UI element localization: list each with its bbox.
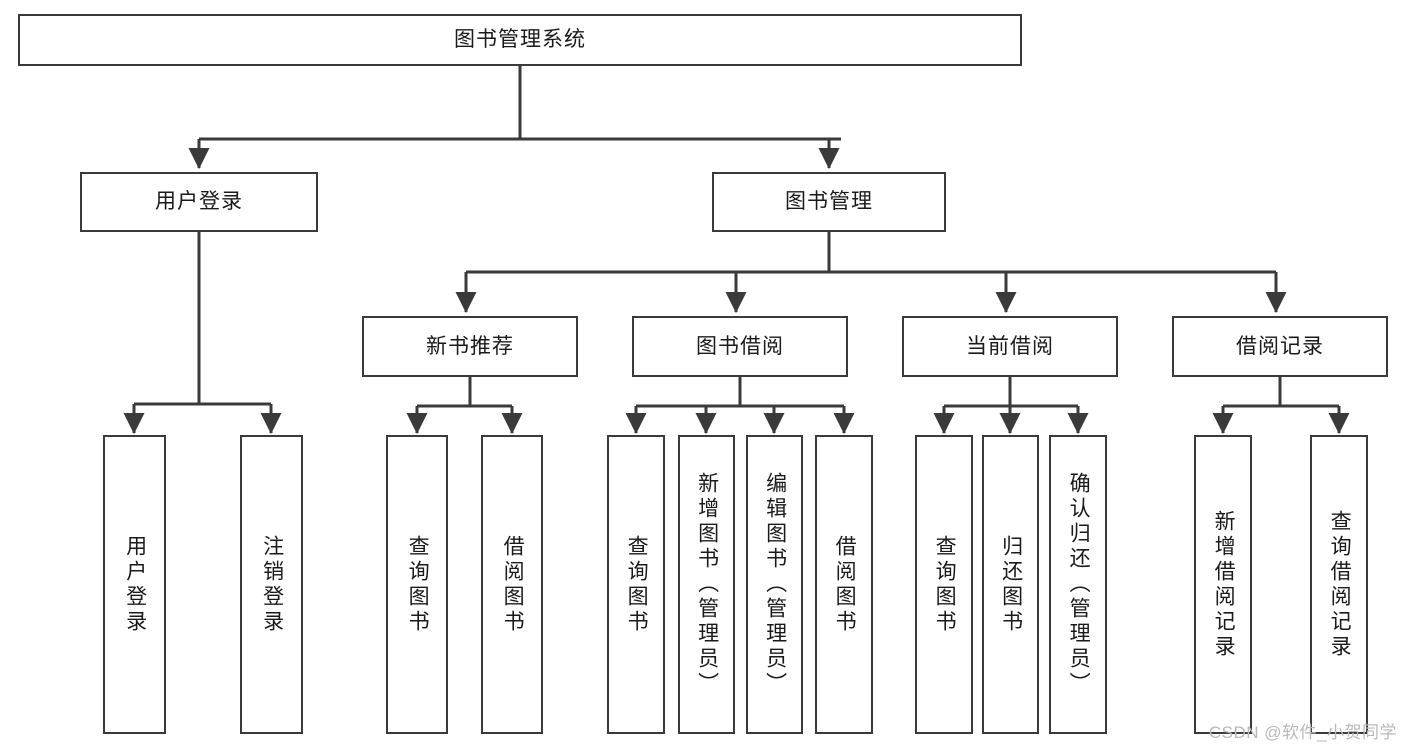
- leaf-return-book-label: 归还图书: [999, 534, 1023, 635]
- leaf-add-book[interactable]: 新增图书（管理员）: [678, 435, 735, 734]
- node-borrow-record[interactable]: 借阅记录: [1172, 316, 1388, 377]
- node-borrow-record-label: 借阅记录: [1236, 334, 1324, 358]
- node-new-book-rec[interactable]: 新书推荐: [362, 316, 578, 377]
- leaf-query-book-1-label: 查询图书: [406, 534, 430, 635]
- leaf-borrow-book-1-label: 借阅图书: [501, 534, 525, 635]
- node-book-manage-label: 图书管理: [785, 190, 873, 214]
- leaf-query-book-3[interactable]: 查询图书: [915, 435, 973, 734]
- leaf-user-login-label: 用户登录: [123, 534, 147, 635]
- node-root[interactable]: 图书管理系统: [18, 14, 1022, 66]
- leaf-query-book-2-label: 查询图书: [625, 534, 649, 635]
- leaf-borrow-book-1[interactable]: 借阅图书: [481, 435, 543, 734]
- leaf-add-record-label: 新增借阅记录: [1212, 509, 1236, 660]
- leaf-add-book-label: 新增图书（管理员）: [695, 472, 719, 697]
- leaf-add-record[interactable]: 新增借阅记录: [1194, 435, 1252, 734]
- leaf-confirm-return-label: 确认归还（管理员）: [1067, 472, 1091, 697]
- leaf-edit-book[interactable]: 编辑图书（管理员）: [746, 435, 803, 734]
- node-current-borrow[interactable]: 当前借阅: [902, 316, 1118, 377]
- leaf-confirm-return[interactable]: 确认归还（管理员）: [1049, 435, 1107, 734]
- leaf-borrow-book-2-label: 借阅图书: [833, 534, 857, 635]
- leaf-edit-book-label: 编辑图书（管理员）: [763, 472, 787, 697]
- node-current-borrow-label: 当前借阅: [966, 334, 1054, 358]
- leaf-return-book[interactable]: 归还图书: [982, 435, 1039, 734]
- node-new-book-rec-label: 新书推荐: [426, 334, 514, 358]
- leaf-query-record-label: 查询借阅记录: [1328, 509, 1352, 660]
- leaf-query-record[interactable]: 查询借阅记录: [1310, 435, 1368, 734]
- leaf-query-book-1[interactable]: 查询图书: [386, 435, 448, 734]
- leaf-query-book-3-label: 查询图书: [933, 534, 957, 635]
- leaf-logout[interactable]: 注销登录: [240, 435, 303, 734]
- leaf-borrow-book-2[interactable]: 借阅图书: [815, 435, 873, 734]
- node-book-manage[interactable]: 图书管理: [712, 172, 946, 232]
- leaf-user-login[interactable]: 用户登录: [103, 435, 166, 734]
- leaf-logout-label: 注销登录: [260, 534, 284, 635]
- node-book-borrow[interactable]: 图书借阅: [632, 316, 848, 377]
- csdn-watermark: CSDN @软件_小贺同学: [1208, 723, 1397, 742]
- node-root-label: 图书管理系统: [454, 28, 586, 52]
- node-book-borrow-label: 图书借阅: [696, 334, 784, 358]
- leaf-query-book-2[interactable]: 查询图书: [607, 435, 665, 734]
- node-user-login[interactable]: 用户登录: [80, 172, 318, 232]
- node-user-login-label: 用户登录: [155, 190, 243, 214]
